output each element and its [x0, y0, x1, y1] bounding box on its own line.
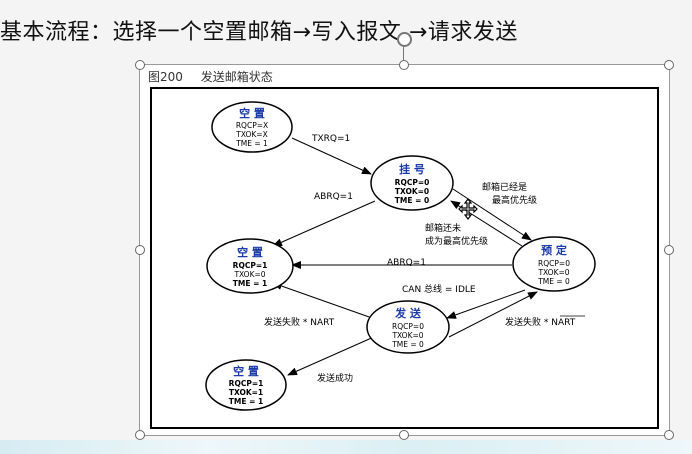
state-empty-bottom [205, 359, 287, 411]
rotate-handle-icon[interactable] [397, 32, 412, 47]
state-transmit-txok: TXOK=0 [391, 331, 423, 340]
figure-caption: 图200 发送邮箱状态 [148, 68, 273, 85]
figure-number: 图200 [148, 70, 183, 84]
edge-can-idle [446, 289, 526, 319]
label-abrq-scheduled: ABRQ=1 [387, 258, 426, 268]
state-pending-txok: TXOK=0 [395, 187, 429, 196]
state-empty-bottom-title: 空 置 [233, 364, 259, 378]
state-scheduled-rqcp: RQCP=0 [538, 259, 570, 268]
edge-fail-right [448, 291, 538, 338]
resize-handle-top-right[interactable] [664, 60, 674, 70]
state-scheduled-txok: TXOK=0 [537, 268, 569, 277]
state-empty-top [211, 101, 293, 153]
resize-handle-top[interactable] [399, 60, 409, 70]
label-can-idle: CAN 总线 = IDLE [402, 283, 476, 295]
state-empty-mid-rqcp: RQCP=1 [233, 261, 268, 270]
state-empty-bottom-tme: TME = 1 [229, 397, 263, 406]
label-highest-priority-2: 最高优先级 [492, 194, 537, 206]
edge-fail-left [272, 282, 373, 319]
edge-success [287, 335, 377, 376]
figure-title: 发送邮箱状态 [200, 70, 273, 84]
state-pending [370, 155, 454, 211]
state-empty-mid [206, 238, 294, 294]
state-transmit [366, 300, 450, 354]
resize-handle-bottom-right[interactable] [664, 430, 674, 440]
edge-txrq [291, 137, 372, 175]
label-txrq: TXRQ=1 [311, 134, 350, 144]
label-fail-nart-left: 发送失败 * NART [264, 316, 335, 328]
state-pending-rqcp: RQCP=0 [395, 178, 430, 187]
state-transmit-rqcp: RQCP=0 [392, 322, 424, 331]
label-highest-priority-1: 邮箱已经是 [482, 181, 527, 193]
label-not-highest-2: 成为最高优先级 [425, 235, 488, 247]
label-not-highest-1: 邮箱还未 [425, 222, 461, 234]
state-transmit-tme: TME = 0 [391, 340, 424, 349]
resize-handle-right[interactable] [664, 245, 674, 255]
state-empty-mid-title: 空 置 [237, 245, 263, 259]
resize-handle-top-left[interactable] [135, 60, 145, 70]
edge-abrq-pending [272, 200, 376, 247]
label-abrq-pending: ABRQ=1 [314, 192, 353, 202]
state-pending-tme: TME = 0 [395, 196, 429, 205]
resize-handle-left[interactable] [135, 245, 145, 255]
state-empty-bottom-rqcp: RQCP=1 [229, 379, 264, 388]
state-transmit-title: 发 送 [394, 306, 422, 320]
move-cursor-icon [458, 198, 478, 220]
state-empty-top-title: 空 置 [239, 106, 265, 120]
state-scheduled-tme: TME = 0 [537, 277, 570, 286]
state-empty-top-tme: TME = 1 [235, 139, 268, 148]
state-empty-top-rqcp: RQCP=X [236, 121, 268, 130]
resize-handle-bottom-left[interactable] [135, 430, 145, 440]
slide-bottom-decoration [0, 440, 692, 454]
state-scheduled [512, 236, 596, 292]
state-empty-top-txok: TXOK=X [235, 130, 267, 139]
state-pending-title: 挂 号 [399, 162, 425, 176]
state-empty-mid-txok: TXOK=0 [233, 270, 265, 279]
rotate-stem [403, 46, 404, 61]
slide-heading: 基本流程：选择一个空置邮箱→写入报文 →请求发送 [0, 20, 518, 45]
state-scheduled-title: 预 定 [541, 243, 567, 257]
label-success: 发送成功 [317, 372, 353, 384]
edge-to-scheduled [452, 188, 532, 241]
resize-handle-bottom[interactable] [399, 430, 409, 440]
label-fail-nart-right: 发送失败 * NART [505, 316, 576, 328]
state-empty-bottom-txok: TXOK=1 [229, 388, 263, 397]
state-empty-mid-tme: TME = 1 [233, 279, 267, 288]
